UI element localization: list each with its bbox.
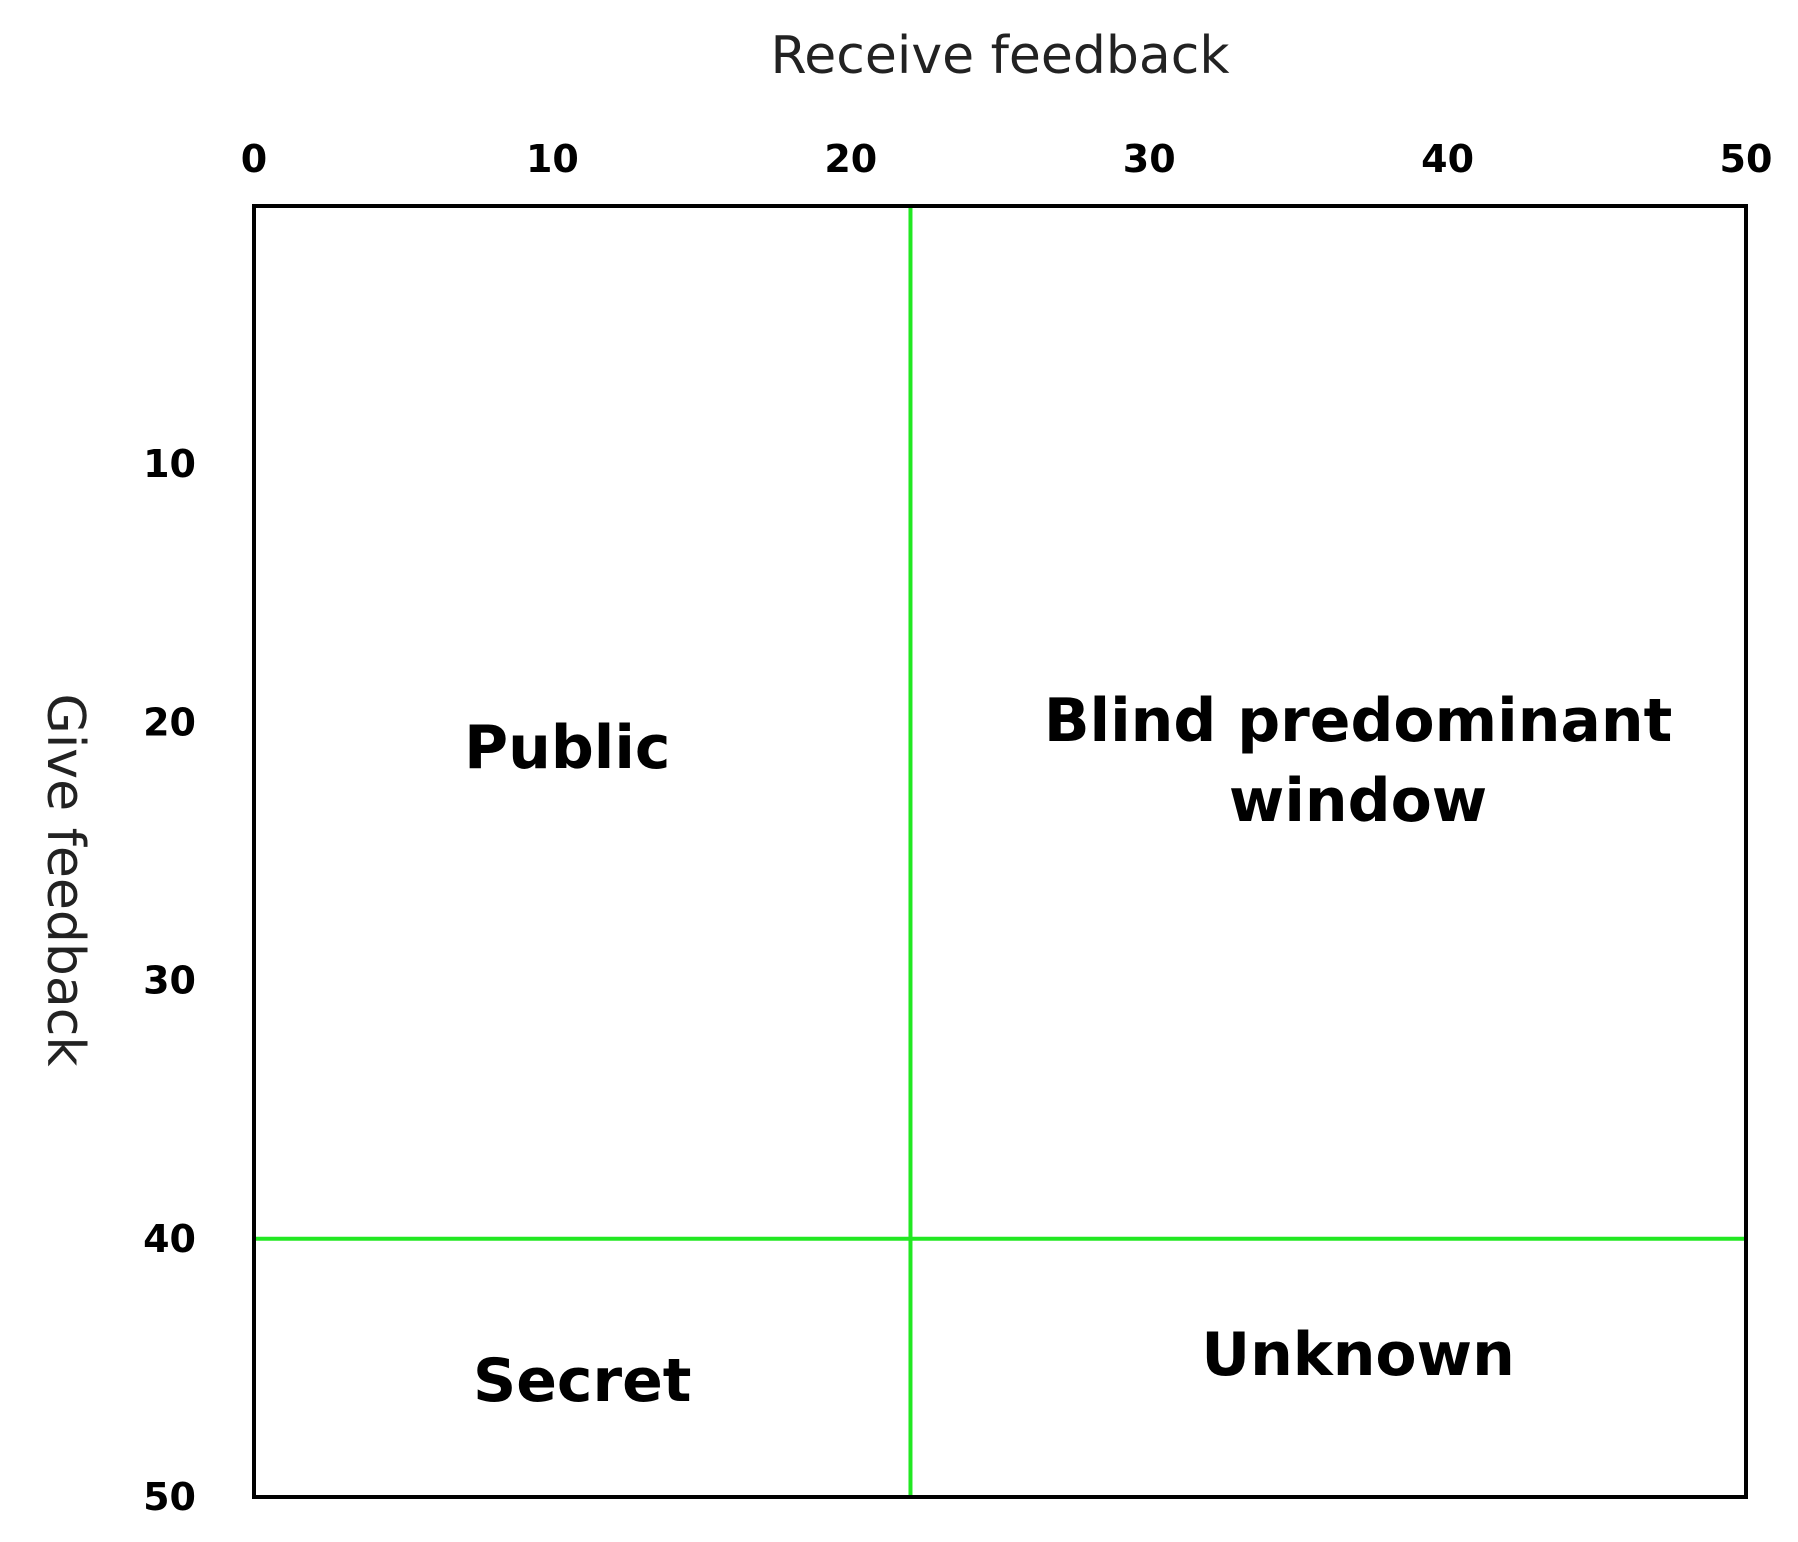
region-label-line: Unknown	[1201, 1320, 1514, 1390]
x-axis-title: Receive feedback	[771, 26, 1230, 86]
x-tick-label: 30	[1123, 137, 1176, 181]
region-label-public: Public	[464, 713, 670, 783]
plot-frame	[252, 204, 1748, 1499]
x-tick-label: 0	[241, 137, 267, 181]
region-label-line: Secret	[473, 1346, 691, 1416]
y-tick-label: 30	[143, 959, 196, 1003]
x-axis-ticks: 0 10 20 30 40 50	[241, 137, 1773, 181]
y-tick-label: 50	[143, 1475, 196, 1519]
y-tick-label: 20	[143, 700, 196, 744]
quadrant-dividers	[254, 206, 1746, 1497]
y-tick-label: 40	[143, 1217, 196, 1261]
y-axis-title: Give feedback	[35, 694, 95, 1067]
y-axis-ticks: 10 20 30 40 50	[143, 442, 196, 1519]
region-label-secret: Secret	[473, 1346, 691, 1416]
x-tick-label: 50	[1720, 137, 1773, 181]
y-tick-label: 10	[143, 442, 196, 486]
region-label-unknown: Unknown	[1201, 1320, 1514, 1390]
x-tick-label: 40	[1421, 137, 1474, 181]
region-label-blind: Blind predominant window	[1044, 686, 1673, 836]
region-label-line: window	[1229, 766, 1487, 836]
region-label-line: Blind predominant	[1044, 686, 1673, 756]
region-label-line: Public	[464, 713, 670, 783]
x-tick-label: 10	[526, 137, 579, 181]
x-tick-label: 20	[824, 137, 877, 181]
